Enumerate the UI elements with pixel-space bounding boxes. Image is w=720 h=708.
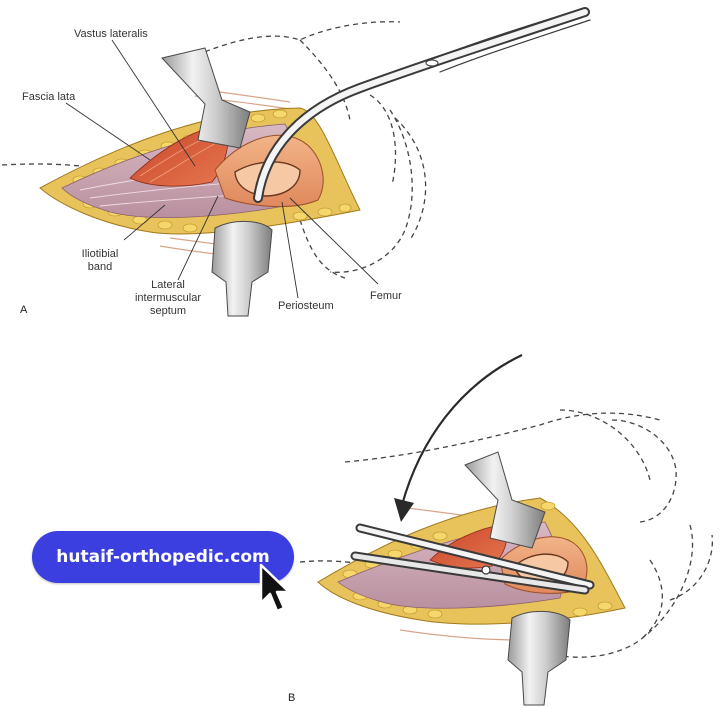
label-fascia-lata: Fascia lata (22, 91, 76, 103)
upper-retractor (161, 47, 251, 149)
label-femur: Femur (370, 290, 402, 302)
curved-elevator (253, 7, 591, 203)
panel-b-illustration (299, 354, 714, 706)
label-lateral-intermuscular-septum: Lateral intermuscular septum (128, 279, 208, 318)
watermark-banner[interactable]: hutaif-orthopedic.com (32, 531, 294, 583)
panel-a-illustration (1, 7, 591, 317)
label-septum-line3: septum (149, 305, 187, 317)
cursor-arrow-icon (259, 563, 291, 613)
label-septum-line1: Lateral (151, 279, 185, 291)
label-iliotibial-line1: Iliotibial (81, 248, 119, 260)
label-iliotibial-band: Iliotibial band (72, 248, 128, 274)
panel-label-b: B (288, 692, 296, 704)
panel-label-a: A (20, 304, 28, 316)
label-vastus-lateralis: Vastus lateralis (74, 28, 148, 40)
label-periosteum: Periosteum (278, 300, 334, 312)
label-iliotibial-line2: band (87, 261, 113, 273)
rotation-arrow (394, 354, 523, 522)
lower-retractor (211, 221, 273, 317)
label-septum-line2: intermuscular (134, 292, 202, 304)
